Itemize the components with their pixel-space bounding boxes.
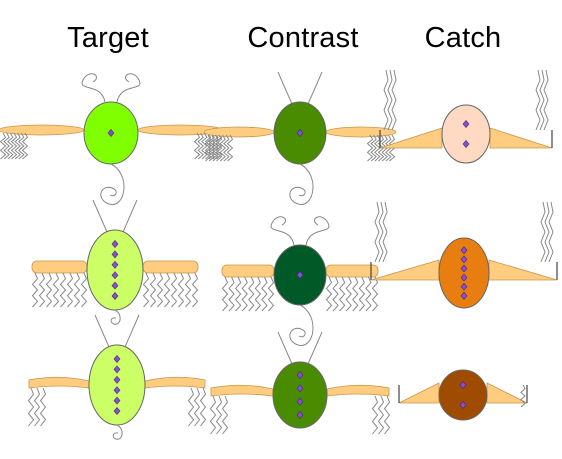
body-dot: [113, 407, 121, 415]
body-dot: [296, 384, 304, 393]
body-dot: [296, 271, 304, 279]
body-dot: [111, 250, 119, 259]
right-wing: [325, 264, 379, 312]
body-dot: [460, 282, 468, 291]
antennae: [270, 216, 330, 246]
body-dot: [460, 255, 468, 264]
body-dot: [460, 291, 468, 300]
column-title-target: Target: [67, 22, 149, 54]
antennae: [277, 71, 323, 105]
body: [438, 237, 490, 309]
creature-contrast-3: [209, 331, 391, 435]
creature-target-1: [0, 73, 224, 205]
right-wing: [142, 260, 199, 308]
body-dot: [462, 140, 470, 148]
tail-spiral: [289, 163, 314, 205]
antennae: [92, 199, 138, 233]
antennae: [277, 331, 323, 365]
body-dot: [111, 260, 119, 269]
right-wing: [326, 384, 391, 435]
left-wing: [370, 259, 440, 281]
body-dot: [113, 375, 121, 384]
column-title-contrast: Contrast: [247, 22, 359, 54]
body-dot: [460, 246, 468, 255]
body-dot: [111, 281, 119, 290]
hanging-legs: [374, 201, 554, 263]
body-dot: [111, 292, 119, 300]
column-title-catch: Catch: [424, 22, 502, 54]
body-dot: [113, 396, 121, 405]
body-dot: [113, 355, 121, 363]
creature-contrast-1: [203, 71, 397, 205]
hanging-legs: [383, 69, 549, 131]
creature-contrast-2: [221, 216, 379, 346]
creature-target-3: [27, 314, 207, 440]
body-dot: [296, 411, 304, 419]
body-dot: [113, 386, 121, 395]
body: [272, 361, 328, 429]
right-wing: [488, 259, 558, 281]
tail-spiral: [110, 309, 121, 325]
body-dot: [462, 120, 470, 128]
body-dot: [459, 381, 467, 389]
body: [441, 104, 491, 164]
tail-spiral: [289, 304, 314, 346]
left-wing: [221, 264, 275, 312]
body: [438, 369, 488, 421]
body-dot: [107, 129, 115, 137]
body-dot: [111, 240, 119, 248]
body-dot: [459, 401, 467, 409]
body-dot: [113, 365, 121, 374]
body-dot: [296, 371, 304, 379]
left-wing: [203, 126, 275, 162]
body-dot: [296, 397, 304, 406]
creature-target-2: [31, 199, 199, 325]
right-wing: [489, 127, 553, 149]
creature-catch-2: [370, 201, 558, 309]
right-wing: [325, 126, 397, 162]
tail-spiral: [100, 163, 125, 205]
body-dot: [296, 129, 304, 137]
tail-spiral: [112, 424, 123, 440]
body-dot: [111, 271, 119, 280]
left-wing: [0, 124, 85, 160]
left-wing: [31, 260, 88, 308]
body-dot: [460, 273, 468, 282]
left-wing: [398, 382, 440, 404]
left-wing: [209, 384, 274, 435]
right-wing: [144, 376, 207, 427]
antennae: [81, 73, 141, 103]
side-legs: [520, 384, 526, 408]
antennae: [94, 314, 140, 348]
creature-catch-3: [398, 369, 528, 421]
creature-catch-1: [379, 69, 553, 164]
left-wing: [27, 376, 90, 427]
body-dot: [460, 264, 468, 273]
